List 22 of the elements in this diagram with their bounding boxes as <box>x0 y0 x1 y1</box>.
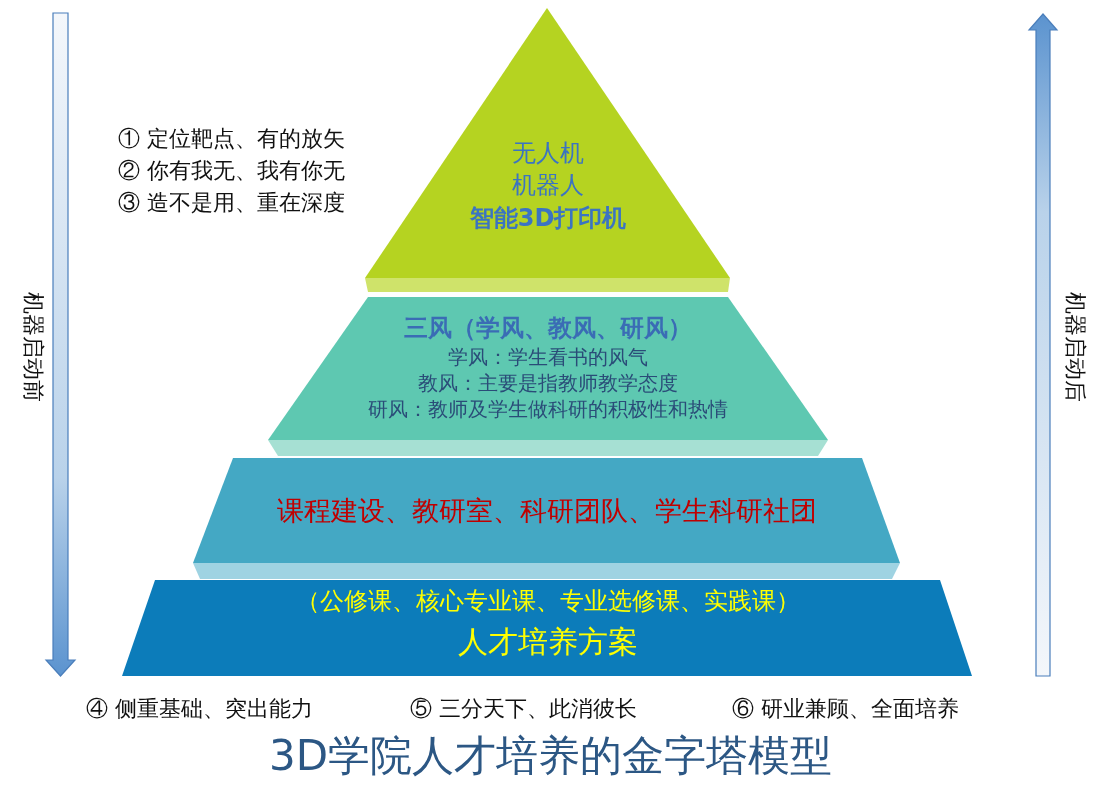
tier-text: 教风：主要是指教师教学态度 <box>417 372 679 395</box>
note-text: ④ 侧重基础、突出能力 <box>86 698 313 720</box>
tier-text: 人才培养方案 <box>456 625 639 660</box>
tier-text: 学风：学生看书的风气 <box>447 346 649 369</box>
tier-heading: 三风（学风、教风、研风） <box>403 315 693 343</box>
tier-text: 无人机 <box>511 140 585 168</box>
note-text: ① 定位靶点、有的放矢 <box>118 128 345 150</box>
diagram-title: 3D学院人才培养的金字塔模型 <box>267 733 834 780</box>
tier-text: 机器人 <box>511 172 585 200</box>
tier-text: 研风：教师及学生做科研的积极性和热情 <box>367 398 729 421</box>
arrow-label: 机器启动前 <box>22 292 44 402</box>
note-text: ③ 造不是用、重在深度 <box>118 192 345 214</box>
note-text: ⑥ 研业兼顾、全面培养 <box>732 698 959 720</box>
pyramid-base <box>120 579 975 678</box>
tier-text: 智能3D打印机 <box>468 205 628 233</box>
note-text: ⑤ 三分天下、此消彼长 <box>410 698 637 720</box>
arrow-label: 机器启动后 <box>1064 292 1086 402</box>
tier-text: 课程建设、教研室、科研团队、学生科研社团 <box>275 495 818 527</box>
tier-text: （公修课、核心专业课、专业选修课、实践课） <box>294 588 801 616</box>
pyramid-tier <box>190 456 903 580</box>
note-text: ② 你有我无、我有你无 <box>118 160 345 182</box>
pyramid-tier <box>265 296 831 458</box>
